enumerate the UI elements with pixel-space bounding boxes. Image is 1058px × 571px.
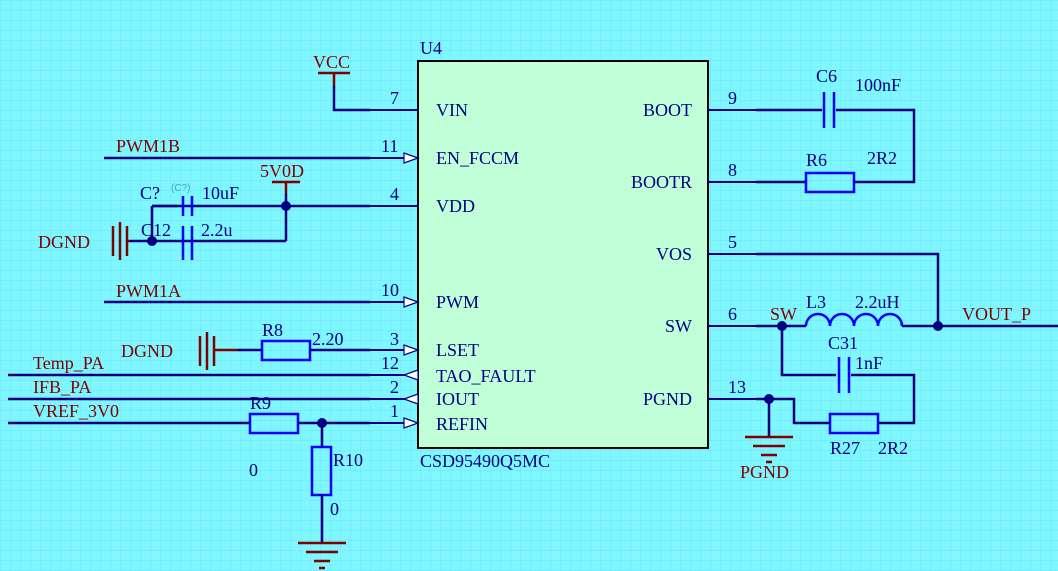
pin-num-vdd: 4 bbox=[390, 184, 399, 204]
input-arrow-lset bbox=[403, 344, 420, 356]
ref-l3: L3 bbox=[806, 292, 826, 312]
pin-num-pwm: 10 bbox=[381, 280, 399, 300]
net-label-5v0d: 5V0D bbox=[260, 161, 304, 181]
input-arrow-en-fccm bbox=[403, 152, 420, 164]
input-arrow-pwm bbox=[403, 296, 420, 308]
pin-name-iout: IOUT bbox=[436, 389, 479, 409]
value-c6: 100nF bbox=[855, 75, 901, 95]
snubber-network[interactable]: C31 1nF R27 2R2 bbox=[756, 326, 916, 458]
net-label-dgnd-2: DGND bbox=[121, 341, 173, 361]
value-l3: 2.2uH bbox=[855, 292, 900, 312]
ic-part-number: CSD95490Q5MC bbox=[420, 451, 550, 471]
ref-r9: R9 bbox=[250, 393, 271, 413]
value-c31: 1nF bbox=[855, 353, 883, 373]
pin-name-pgnd: PGND bbox=[643, 389, 692, 409]
ref-c6: C6 bbox=[816, 66, 837, 86]
junction-vdd bbox=[281, 201, 291, 211]
value-r10: 0 bbox=[330, 499, 339, 519]
pwm1a-net[interactable]: PWM1A bbox=[104, 281, 370, 304]
ref-r27: R27 bbox=[830, 438, 860, 458]
net-label-pwm1b: PWM1B bbox=[116, 136, 180, 156]
inductor-l3 bbox=[804, 312, 904, 327]
ic-left-pins: 7 11 4 10 3 12 2 1 VIN EN_FCCM VDD PWM L… bbox=[370, 88, 536, 434]
net-label-vout: VOUT_P bbox=[962, 304, 1031, 324]
pin-num-bootr: 8 bbox=[728, 160, 737, 180]
wire-snubber-top bbox=[780, 326, 836, 377]
pgnd-symbol[interactable]: PGND bbox=[740, 399, 793, 482]
junction-vout bbox=[933, 321, 943, 331]
net-label-pwm1a: PWM1A bbox=[116, 281, 181, 301]
value-r6: 2R2 bbox=[867, 148, 897, 168]
net-label-temp-pa: Temp_PA bbox=[33, 353, 104, 373]
input-arrow-refin bbox=[403, 417, 420, 429]
pin-num-pgnd: 13 bbox=[728, 377, 746, 397]
pin-num-en-fccm: 11 bbox=[381, 136, 398, 156]
wire-vcc bbox=[332, 86, 370, 112]
pin-name-vin: VIN bbox=[436, 100, 468, 120]
net-label-vcc: VCC bbox=[313, 52, 350, 72]
value-r9: 0 bbox=[249, 460, 258, 480]
pin-num-iout: 2 bbox=[390, 377, 399, 397]
output-arrow-iout bbox=[402, 393, 419, 405]
net-label-sw: SW bbox=[770, 304, 797, 324]
lset-network[interactable]: DGND R8 2.20 bbox=[121, 320, 370, 370]
net-label-dgnd-1: DGND bbox=[38, 232, 90, 252]
iout-net[interactable]: IFB_PA bbox=[8, 377, 370, 401]
bootstrap-network[interactable]: C6 100nF R6 2R2 bbox=[756, 66, 916, 194]
pin-num-vin: 7 bbox=[390, 88, 399, 108]
pwm1b-net[interactable]: PWM1B bbox=[104, 136, 370, 160]
pin-name-boot: BOOT bbox=[643, 100, 692, 120]
refin-network[interactable]: VREF_3V0 R9 0 R10 0 bbox=[8, 393, 370, 570]
ic-body[interactable] bbox=[417, 60, 709, 449]
tao-fault-net[interactable]: Temp_PA bbox=[8, 353, 370, 377]
ref-c12: C12 bbox=[141, 220, 171, 240]
resistor-r6-body bbox=[804, 171, 856, 194]
junction-dgnd bbox=[147, 236, 157, 246]
pin-name-refin: REFIN bbox=[436, 414, 488, 434]
ref-c-unknown-ghost: (C?) bbox=[171, 183, 190, 194]
value-r8: 2.20 bbox=[312, 329, 344, 349]
value-c12: 2.2u bbox=[201, 220, 233, 240]
pin-name-tao-fault: TAO_FAULT bbox=[436, 366, 536, 386]
wire-vos bbox=[756, 252, 940, 326]
vdd-decoupling[interactable]: 5V0D C? (C?) 10uF C12 2.2u DGND bbox=[38, 161, 370, 260]
ref-r6: R6 bbox=[806, 150, 827, 170]
output-arrow-tao-fault bbox=[402, 369, 419, 381]
wire-c31-r27 bbox=[851, 373, 916, 425]
ic-designator: U4 bbox=[420, 38, 442, 58]
ref-r8: R8 bbox=[262, 320, 283, 340]
ic-right-pins: 9 8 5 6 13 BOOT BOOTR VOS SW PGND bbox=[631, 88, 756, 409]
pin-name-vdd: VDD bbox=[436, 196, 475, 216]
ref-c31: C31 bbox=[828, 333, 858, 353]
net-label-ifb-pa: IFB_PA bbox=[33, 377, 91, 397]
net-label-pgnd: PGND bbox=[740, 462, 789, 482]
wire-pgnd-r27 bbox=[756, 397, 830, 425]
pin-num-refin: 1 bbox=[390, 401, 399, 421]
value-c-unknown: 10uF bbox=[202, 183, 239, 203]
pin-num-sw: 6 bbox=[728, 304, 737, 324]
pin-name-lset: LSET bbox=[436, 340, 479, 360]
vos-net[interactable] bbox=[756, 252, 940, 326]
pin-name-en-fccm: EN_FCCM bbox=[436, 148, 519, 168]
ref-c-unknown: C? bbox=[140, 183, 160, 203]
pin-num-lset: 3 bbox=[390, 329, 399, 349]
ref-r10: R10 bbox=[333, 450, 363, 470]
pin-num-vos: 5 bbox=[728, 232, 737, 252]
sw-output-network[interactable]: SW L3 2.2uH VOUT_P bbox=[756, 292, 1058, 331]
pin-name-bootr: BOOTR bbox=[631, 172, 692, 192]
pin-num-tao-fault: 12 bbox=[381, 353, 399, 373]
value-r27: 2R2 bbox=[878, 438, 908, 458]
pin-name-pwm: PWM bbox=[436, 292, 479, 312]
pin-num-boot: 9 bbox=[728, 88, 737, 108]
wire-c6-r6 bbox=[836, 108, 916, 184]
pin-name-sw: SW bbox=[665, 316, 692, 336]
net-label-vref: VREF_3V0 bbox=[33, 401, 119, 421]
vcc-net[interactable]: VCC bbox=[313, 52, 370, 112]
pin-name-vos: VOS bbox=[656, 244, 692, 264]
